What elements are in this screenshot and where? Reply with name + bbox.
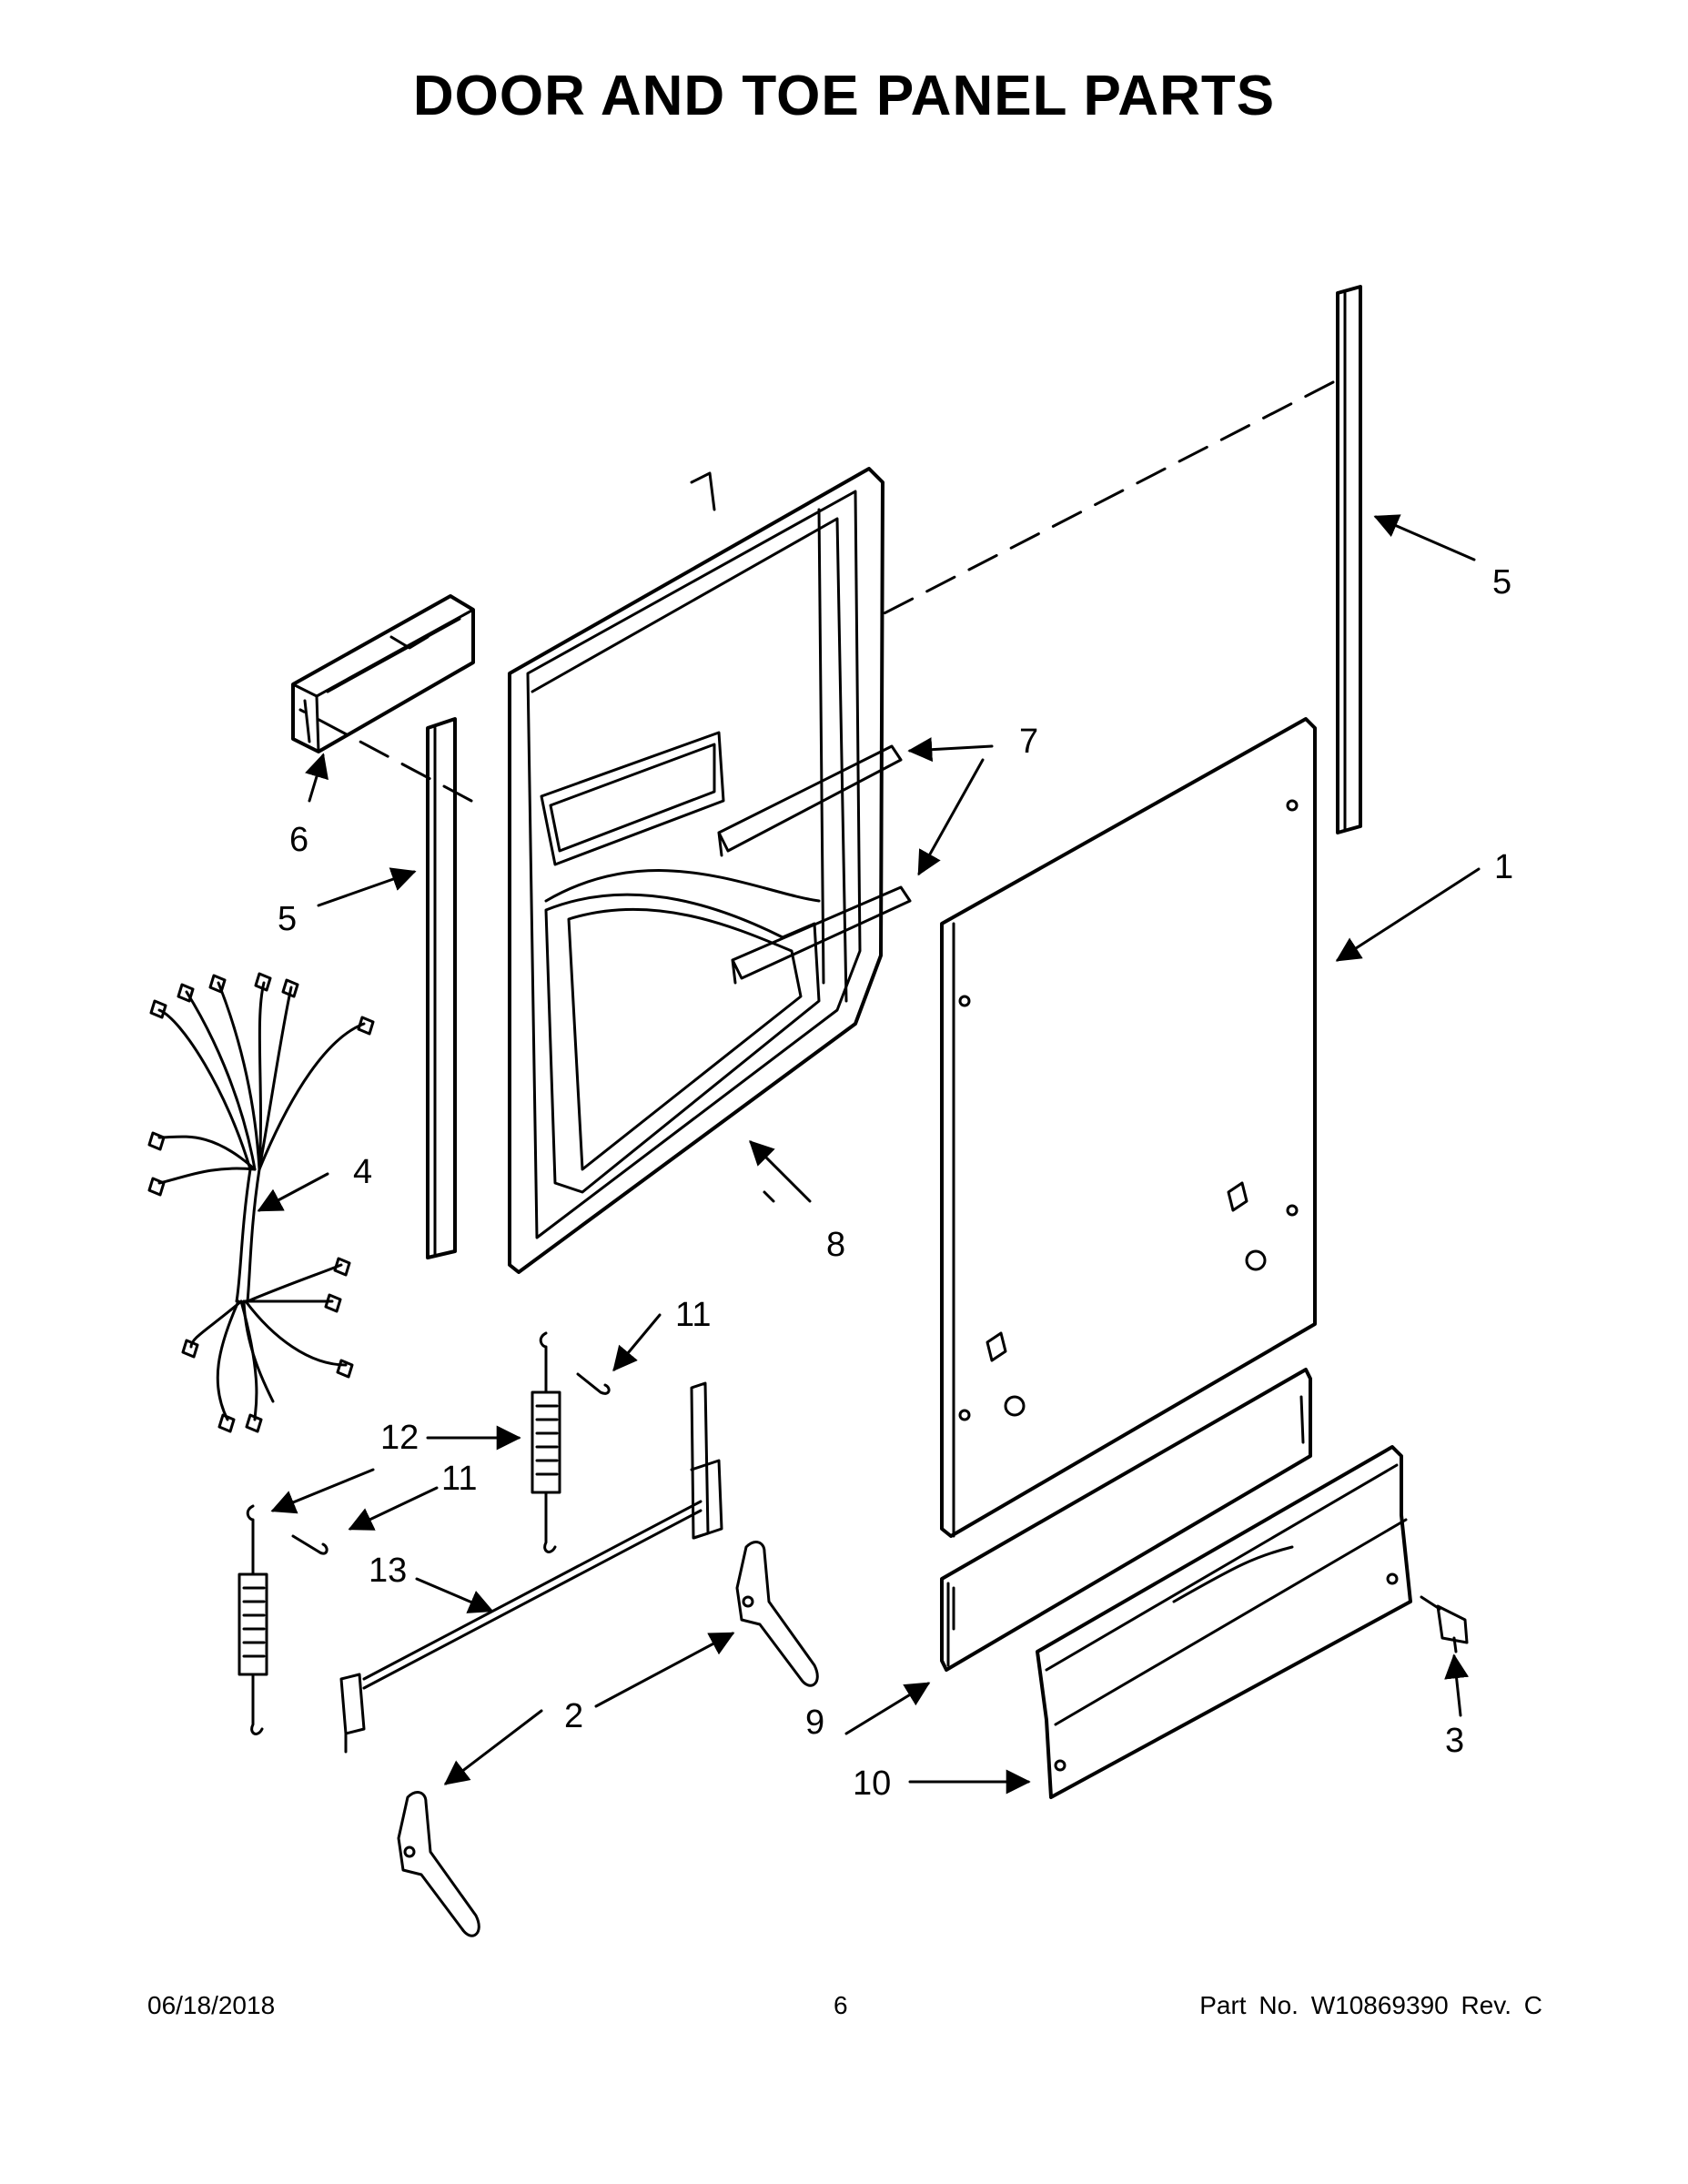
part-10-lower-kick-panel bbox=[1036, 1445, 1412, 1799]
footer-date: 06/18/2018 bbox=[147, 1991, 276, 2019]
part-5-door-gasket-left bbox=[426, 717, 457, 1259]
footer-page-number: 6 bbox=[834, 1991, 848, 2019]
callout-4: 4 bbox=[353, 1153, 372, 1191]
callout-7: 7 bbox=[1019, 723, 1038, 761]
part-13-hinge-rod bbox=[339, 1381, 723, 1754]
page-title: DOOR AND TOE PANEL PARTS bbox=[412, 65, 1276, 127]
callout-10: 10 bbox=[853, 1764, 891, 1803]
callout-6: 6 bbox=[289, 821, 308, 859]
part-1-outer-door-panel bbox=[940, 717, 1317, 1538]
part-2-hinges bbox=[397, 1541, 819, 1937]
part-11-spring-clips bbox=[291, 1372, 611, 1555]
part-3-screw bbox=[1420, 1595, 1469, 1653]
callout-8: 8 bbox=[826, 1226, 845, 1264]
alignment-dashed-line bbox=[298, 380, 1335, 803]
callout-9: 9 bbox=[805, 1704, 824, 1742]
part-9-toe-panel bbox=[940, 1368, 1312, 1672]
footer-part-number: Part No. W10869390 Rev. C bbox=[1199, 1991, 1542, 2019]
callout-12: 12 bbox=[380, 1419, 419, 1457]
callout-11-bottom: 11 bbox=[441, 1460, 477, 1498]
part-5-door-gasket-right bbox=[1336, 285, 1362, 834]
part-12-door-springs bbox=[238, 1331, 561, 1735]
part-8-inner-door bbox=[508, 467, 884, 1274]
callout-3: 3 bbox=[1445, 1722, 1464, 1760]
part-6-vent-assembly bbox=[291, 594, 475, 753]
callout-1: 1 bbox=[1494, 848, 1513, 886]
callout-13: 13 bbox=[369, 1552, 407, 1590]
callout-5-left: 5 bbox=[278, 900, 297, 938]
part-4-wire-harness bbox=[147, 972, 375, 1433]
callout-11-top: 11 bbox=[675, 1296, 711, 1334]
callout-5-right: 5 bbox=[1492, 563, 1511, 602]
callout-leader-lines bbox=[257, 514, 1481, 1795]
callout-2: 2 bbox=[564, 1697, 583, 1735]
part-7-door-handles bbox=[717, 744, 912, 985]
